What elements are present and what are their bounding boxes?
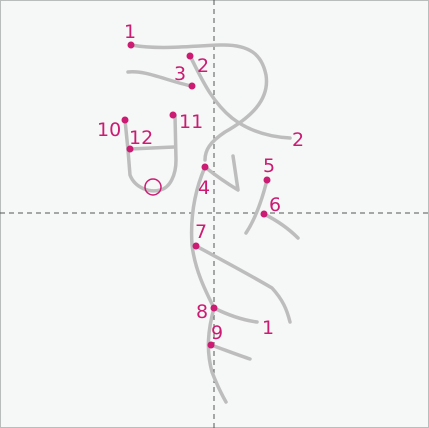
label-8: 8 (196, 301, 208, 323)
label-1-top: 1 (124, 21, 136, 43)
label-7: 7 (195, 221, 207, 243)
marker-dot-6 (260, 210, 268, 218)
label-12: 12 (129, 127, 153, 149)
stroke-mouth-horizontal (128, 145, 176, 151)
stroke-diagonal-to-right (188, 54, 292, 140)
marker-dot-9 (207, 341, 215, 349)
label-5: 5 (263, 155, 275, 177)
label-11: 11 (179, 111, 203, 133)
stroke-lower-right-sweep (194, 244, 292, 324)
marker-dot-7 (192, 242, 200, 250)
marker-dot-11 (169, 111, 177, 119)
marker-dot-3 (188, 82, 196, 90)
stroke-right-diagonal (244, 178, 269, 235)
marker-dot-10 (121, 116, 129, 124)
stroke-main-vertical (189, 165, 216, 310)
label-9: 9 (211, 322, 223, 344)
stroke-bottom-tick (209, 343, 252, 361)
stroke-second-horizontal (126, 70, 193, 88)
label-2-right: 2 (292, 129, 304, 151)
marker-dot-5 (263, 176, 271, 184)
marker-dot-4 (201, 163, 209, 171)
label-3: 3 (174, 63, 186, 85)
label-1-bottom: 1 (262, 317, 274, 339)
stroke-middle-check (203, 154, 240, 192)
marker-dot-12 (126, 145, 134, 153)
open-circle-mark (144, 178, 162, 196)
label-2-top: 2 (197, 55, 209, 77)
label-6: 6 (269, 194, 281, 216)
marker-dot-8 (210, 304, 218, 312)
stroke-bottom-tail (206, 306, 228, 404)
stroke-top-horizontal-curve (129, 43, 269, 162)
marker-dot-2-top (186, 52, 194, 60)
label-4: 4 (198, 177, 210, 199)
marker-dot-1-top (127, 41, 135, 49)
stroke-lower-right-lift (212, 306, 259, 324)
label-10: 10 (97, 119, 121, 141)
